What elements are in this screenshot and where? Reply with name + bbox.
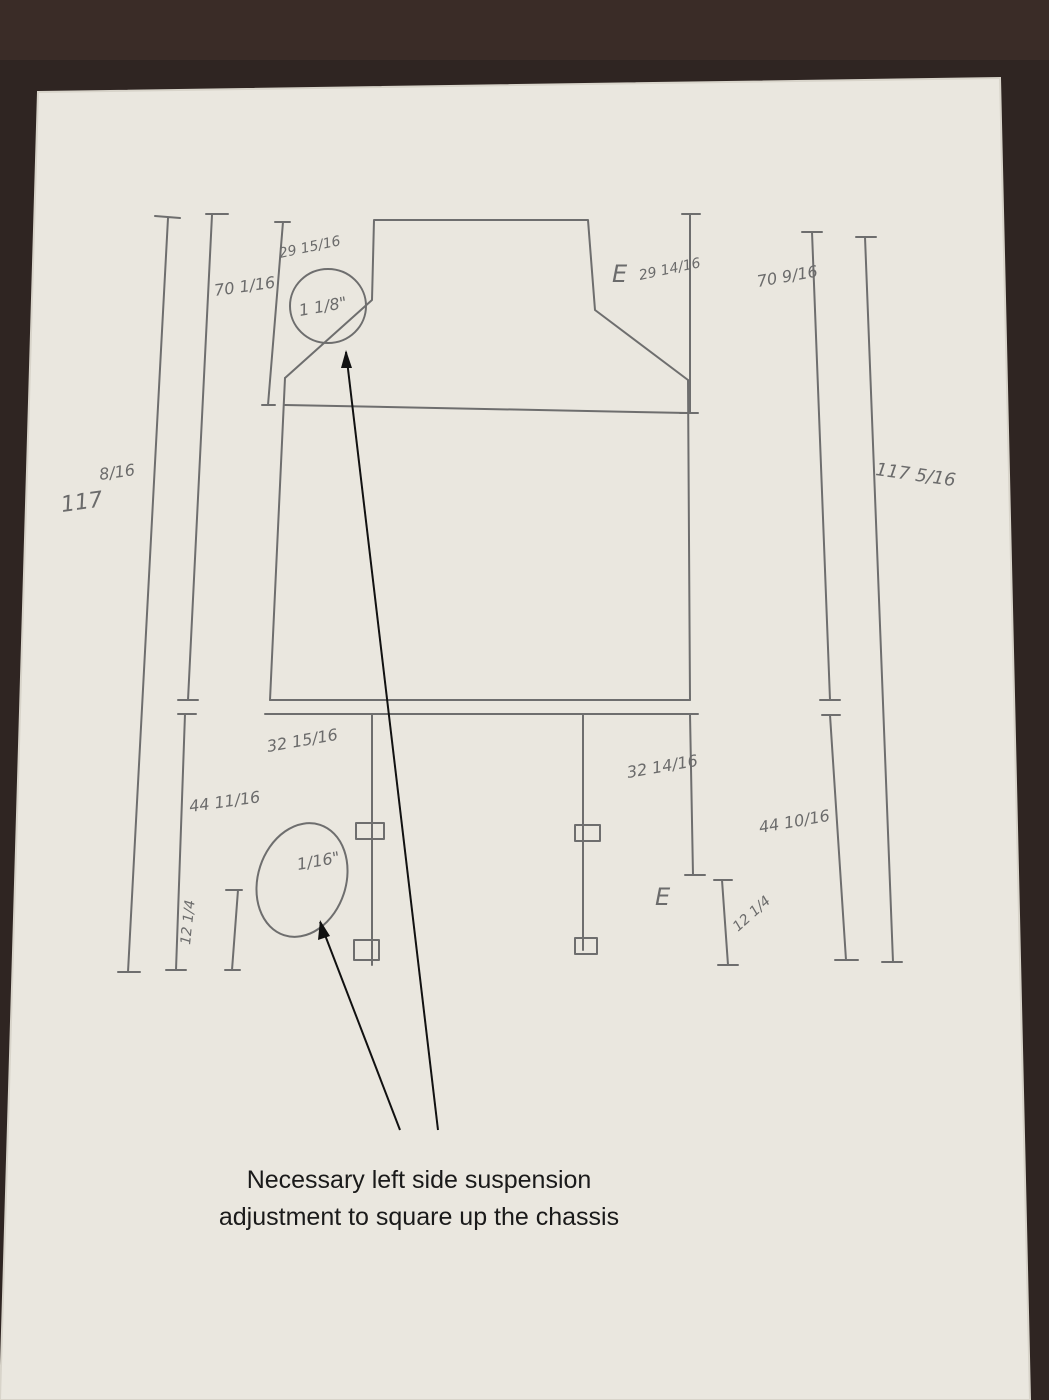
chassis-outline — [264, 219, 691, 966]
annotation-line-1: Necessary left side suspension — [247, 1166, 592, 1194]
axle-brackets — [353, 822, 601, 961]
top-e-marker: E — [612, 260, 628, 288]
front-left-adjust-circle — [289, 268, 367, 344]
paper-sheet — [0, 78, 1030, 1400]
annotation-arrows — [319, 351, 439, 1131]
left-short-length: 12 1/4 — [178, 899, 199, 945]
right-dimension-lines — [679, 213, 903, 966]
left-outer-length: 117 — [59, 487, 104, 518]
lower-e-marker: E — [655, 883, 671, 911]
front-arrowhead — [341, 350, 352, 368]
rear-left-adjust-circle — [255, 822, 349, 938]
rear-arrowhead — [318, 920, 330, 940]
left-outer-length-frac: 8/16 — [98, 460, 136, 484]
table-edge — [0, 0, 1049, 60]
annotation-line-2: adjustment to square up the chassis — [219, 1203, 619, 1231]
left-dimension-lines — [117, 213, 291, 973]
